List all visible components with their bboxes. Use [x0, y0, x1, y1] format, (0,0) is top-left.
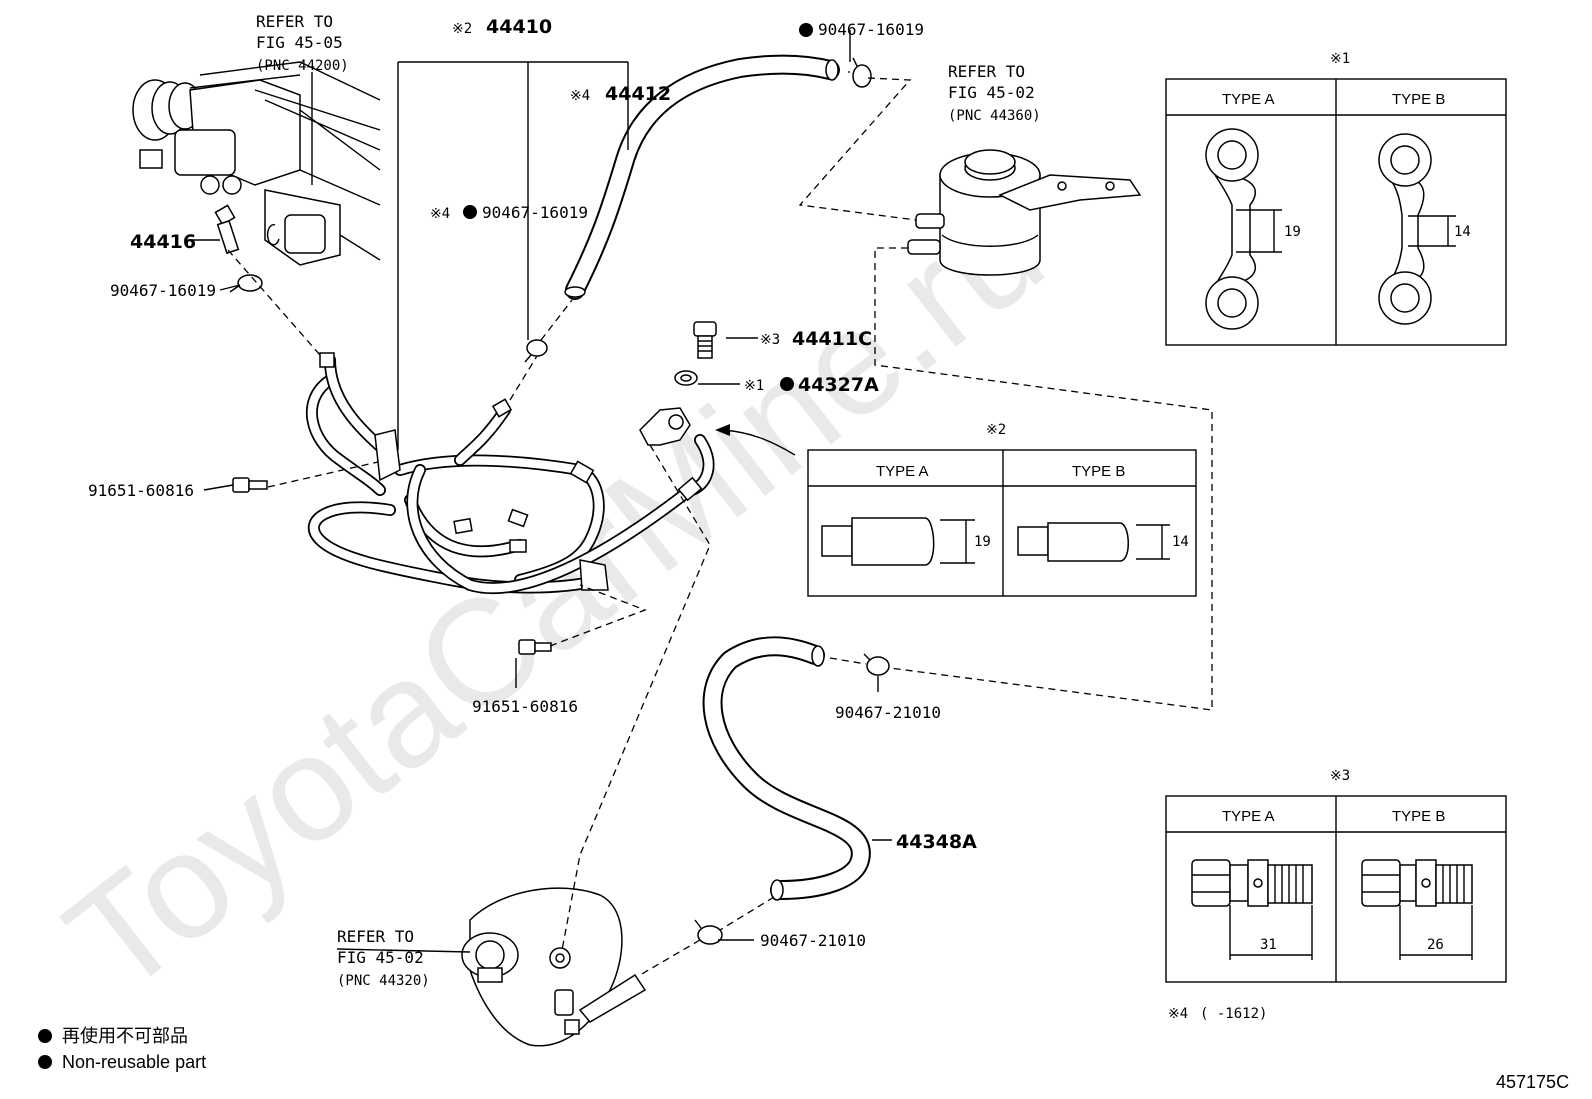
gasket-44327a — [674, 370, 698, 386]
ref-reservoir-line1: REFER TO — [948, 62, 1025, 81]
table-3-type-a: TYPE A — [1222, 808, 1275, 825]
bolt-icon — [518, 639, 552, 655]
legend-jp: 再使用不可部品 — [62, 1026, 188, 1046]
suction-hose-44348a — [702, 636, 871, 901]
mark-44327a: ※1 — [744, 378, 764, 394]
table-2-type-b: TYPE B — [1072, 463, 1125, 480]
callout-90467-21010-b: 90467-21010 — [760, 931, 866, 950]
figure-code: 457175C — [1496, 1072, 1569, 1092]
callout-90467-16019-mid: 90467-16019 — [482, 203, 588, 222]
callout-91651-60816-left: 91651-60816 — [88, 481, 194, 500]
table-2-hose-types: ※2 TYPE A TYPE B 19 14 — [807, 422, 1197, 597]
hose-clamp-icon — [229, 274, 263, 293]
mark-44412: ※4 — [570, 88, 590, 104]
hose-clamp-icon — [694, 919, 723, 945]
table-2-type-a: TYPE A — [876, 463, 929, 480]
table-3-bolt-types: ※3 TYPE A TYPE B 31 26 — [1165, 768, 1507, 983]
mark-90467-mid: ※4 — [430, 206, 450, 222]
callout-44348a: 44348A — [896, 831, 977, 853]
hose-clamp-icon — [863, 653, 890, 676]
callout-90467-16019-top: 90467-16019 — [818, 20, 924, 39]
table-1-mark: ※1 — [1330, 51, 1350, 67]
union-44416 — [214, 204, 240, 255]
table-3-dim-b: 26 — [1427, 937, 1444, 953]
non-reusable-dot-icon — [38, 1055, 52, 1069]
mark-44410: ※2 — [452, 21, 472, 37]
ref-reservoir-line2: FIG 45-02 — [948, 83, 1035, 102]
ref-gear-line1: REFER TO — [256, 12, 333, 31]
ref-gear-line2: FIG 45-05 — [256, 33, 343, 52]
return-hose-44412 — [564, 54, 840, 300]
callout-44410: 44410 — [486, 16, 552, 38]
non-reusable-dot-icon — [463, 205, 477, 219]
table-1-gasket-types: ※1 TYPE A TYPE B 19 14 — [1165, 51, 1507, 346]
callout-91651-60816-mid: 91651-60816 — [472, 697, 578, 716]
table-1-type-b: TYPE B — [1392, 91, 1445, 108]
callout-44412: 44412 — [605, 83, 671, 105]
non-reusable-dot-icon — [38, 1029, 52, 1043]
note-4-text: ( -1612) — [1200, 1006, 1267, 1022]
note-4-mark: ※4 — [1168, 1006, 1188, 1022]
power-steering-pump — [461, 887, 647, 1047]
non-reusable-dot-icon — [799, 23, 813, 37]
ref-pump-line2: FIG 45-02 — [337, 948, 424, 967]
table-3-dim-a: 31 — [1260, 937, 1277, 953]
steering-gear-assembly — [132, 61, 381, 266]
table-2-dim-b: 14 — [1172, 534, 1189, 550]
leader-lines — [188, 30, 892, 941]
ref-gear-line3: (PNC 44200) — [256, 58, 349, 74]
legend: 再使用不可部品 Non-reusable part — [38, 1026, 206, 1072]
table-2-mark: ※2 — [986, 422, 1006, 438]
dashed-leaders — [227, 71, 1213, 976]
table-1-type-a: TYPE A — [1222, 91, 1275, 108]
table-3-mark: ※3 — [1330, 768, 1350, 784]
table-3-type-b: TYPE B — [1392, 808, 1445, 825]
table-2-dim-a: 19 — [974, 534, 991, 550]
legend-en: Non-reusable part — [62, 1052, 206, 1072]
callout-90467-16019-left: 90467-16019 — [110, 281, 216, 300]
callout-44411c: 44411C — [792, 328, 872, 350]
ref-reservoir-line3: (PNC 44360) — [948, 108, 1041, 124]
table-1-dim-b: 14 — [1454, 224, 1471, 240]
callout-44327a: 44327A — [798, 374, 879, 396]
callout-44416: 44416 — [130, 231, 196, 253]
reservoir-tank — [907, 149, 1142, 276]
hose-clamp-icon — [852, 57, 872, 88]
mark-44411c: ※3 — [760, 332, 780, 348]
table-1-dim-a: 19 — [1284, 224, 1301, 240]
callout-90467-21010-a: 90467-21010 — [835, 703, 941, 722]
ref-pump-line1: REFER TO — [337, 927, 414, 946]
non-reusable-dot-icon — [780, 377, 794, 391]
ref-pump-line3: (PNC 44320) — [337, 973, 430, 989]
bolt-icon — [232, 477, 268, 493]
pressure-hose-assembly — [306, 352, 715, 595]
union-bolt-44411c — [693, 321, 717, 359]
